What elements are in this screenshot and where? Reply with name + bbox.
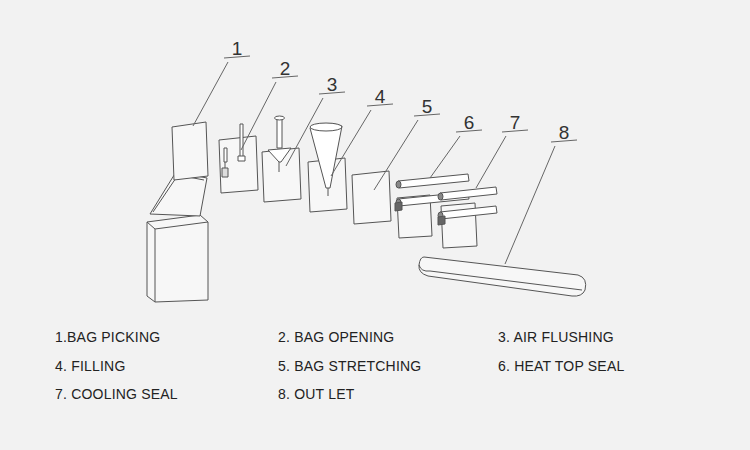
legend-entry-box: 7. COOLING SEAL [55,386,178,402]
legend-text: 6. HEAT TOP SEAL [498,358,624,374]
cooling-seal-bars [438,187,497,225]
callout-number: 2 [280,58,291,79]
callout-number-box: 7 [510,112,521,134]
callout-number: 7 [510,112,521,133]
callout-number-box: 6 [464,112,475,134]
legend-text: 3. AIR FLUSHING [498,329,614,345]
callout-number-box: 5 [422,96,433,118]
callout-number: 1 [232,38,243,59]
legend-entry-box: 6. HEAT TOP SEAL [498,358,624,374]
callout-number: 8 [559,122,570,143]
legend-entry-box: 2. BAG OPENING [278,329,394,345]
bag-panels [172,122,477,248]
legend-text: 5. BAG STRETCHING [278,358,421,374]
legend-text: 7. COOLING SEAL [55,386,178,402]
legend-text: 8. OUT LET [278,386,354,402]
callout-number: 3 [327,74,338,95]
suction-cups [222,124,245,177]
legend-entry-box: 4. FILLING [55,358,125,374]
legend-entry-box: 3. AIR FLUSHING [498,329,614,345]
callout-number-box: 4 [375,86,386,108]
legend-text: 4. FILLING [55,358,125,374]
legend-entry-box: 1.BAG PICKING [55,329,160,345]
callout-number-box: 2 [280,58,291,80]
callout-number: 4 [375,86,386,107]
legend-entry-box: 8. OUT LET [278,386,354,402]
filling-hopper [310,123,342,196]
legend-entry-box: 5. BAG STRETCHING [278,358,421,374]
leader-lines [193,56,577,264]
legend-text: 2. BAG OPENING [278,329,394,345]
outlet-conveyor [419,257,586,296]
callout-number-box: 1 [232,38,243,60]
legend-text: 1.BAG PICKING [55,329,160,345]
callout-number: 5 [422,96,433,117]
callout-number-box: 8 [559,122,570,144]
callout-number: 6 [464,112,475,133]
bag-magazine [147,172,208,302]
callout-number-box: 3 [327,74,338,96]
